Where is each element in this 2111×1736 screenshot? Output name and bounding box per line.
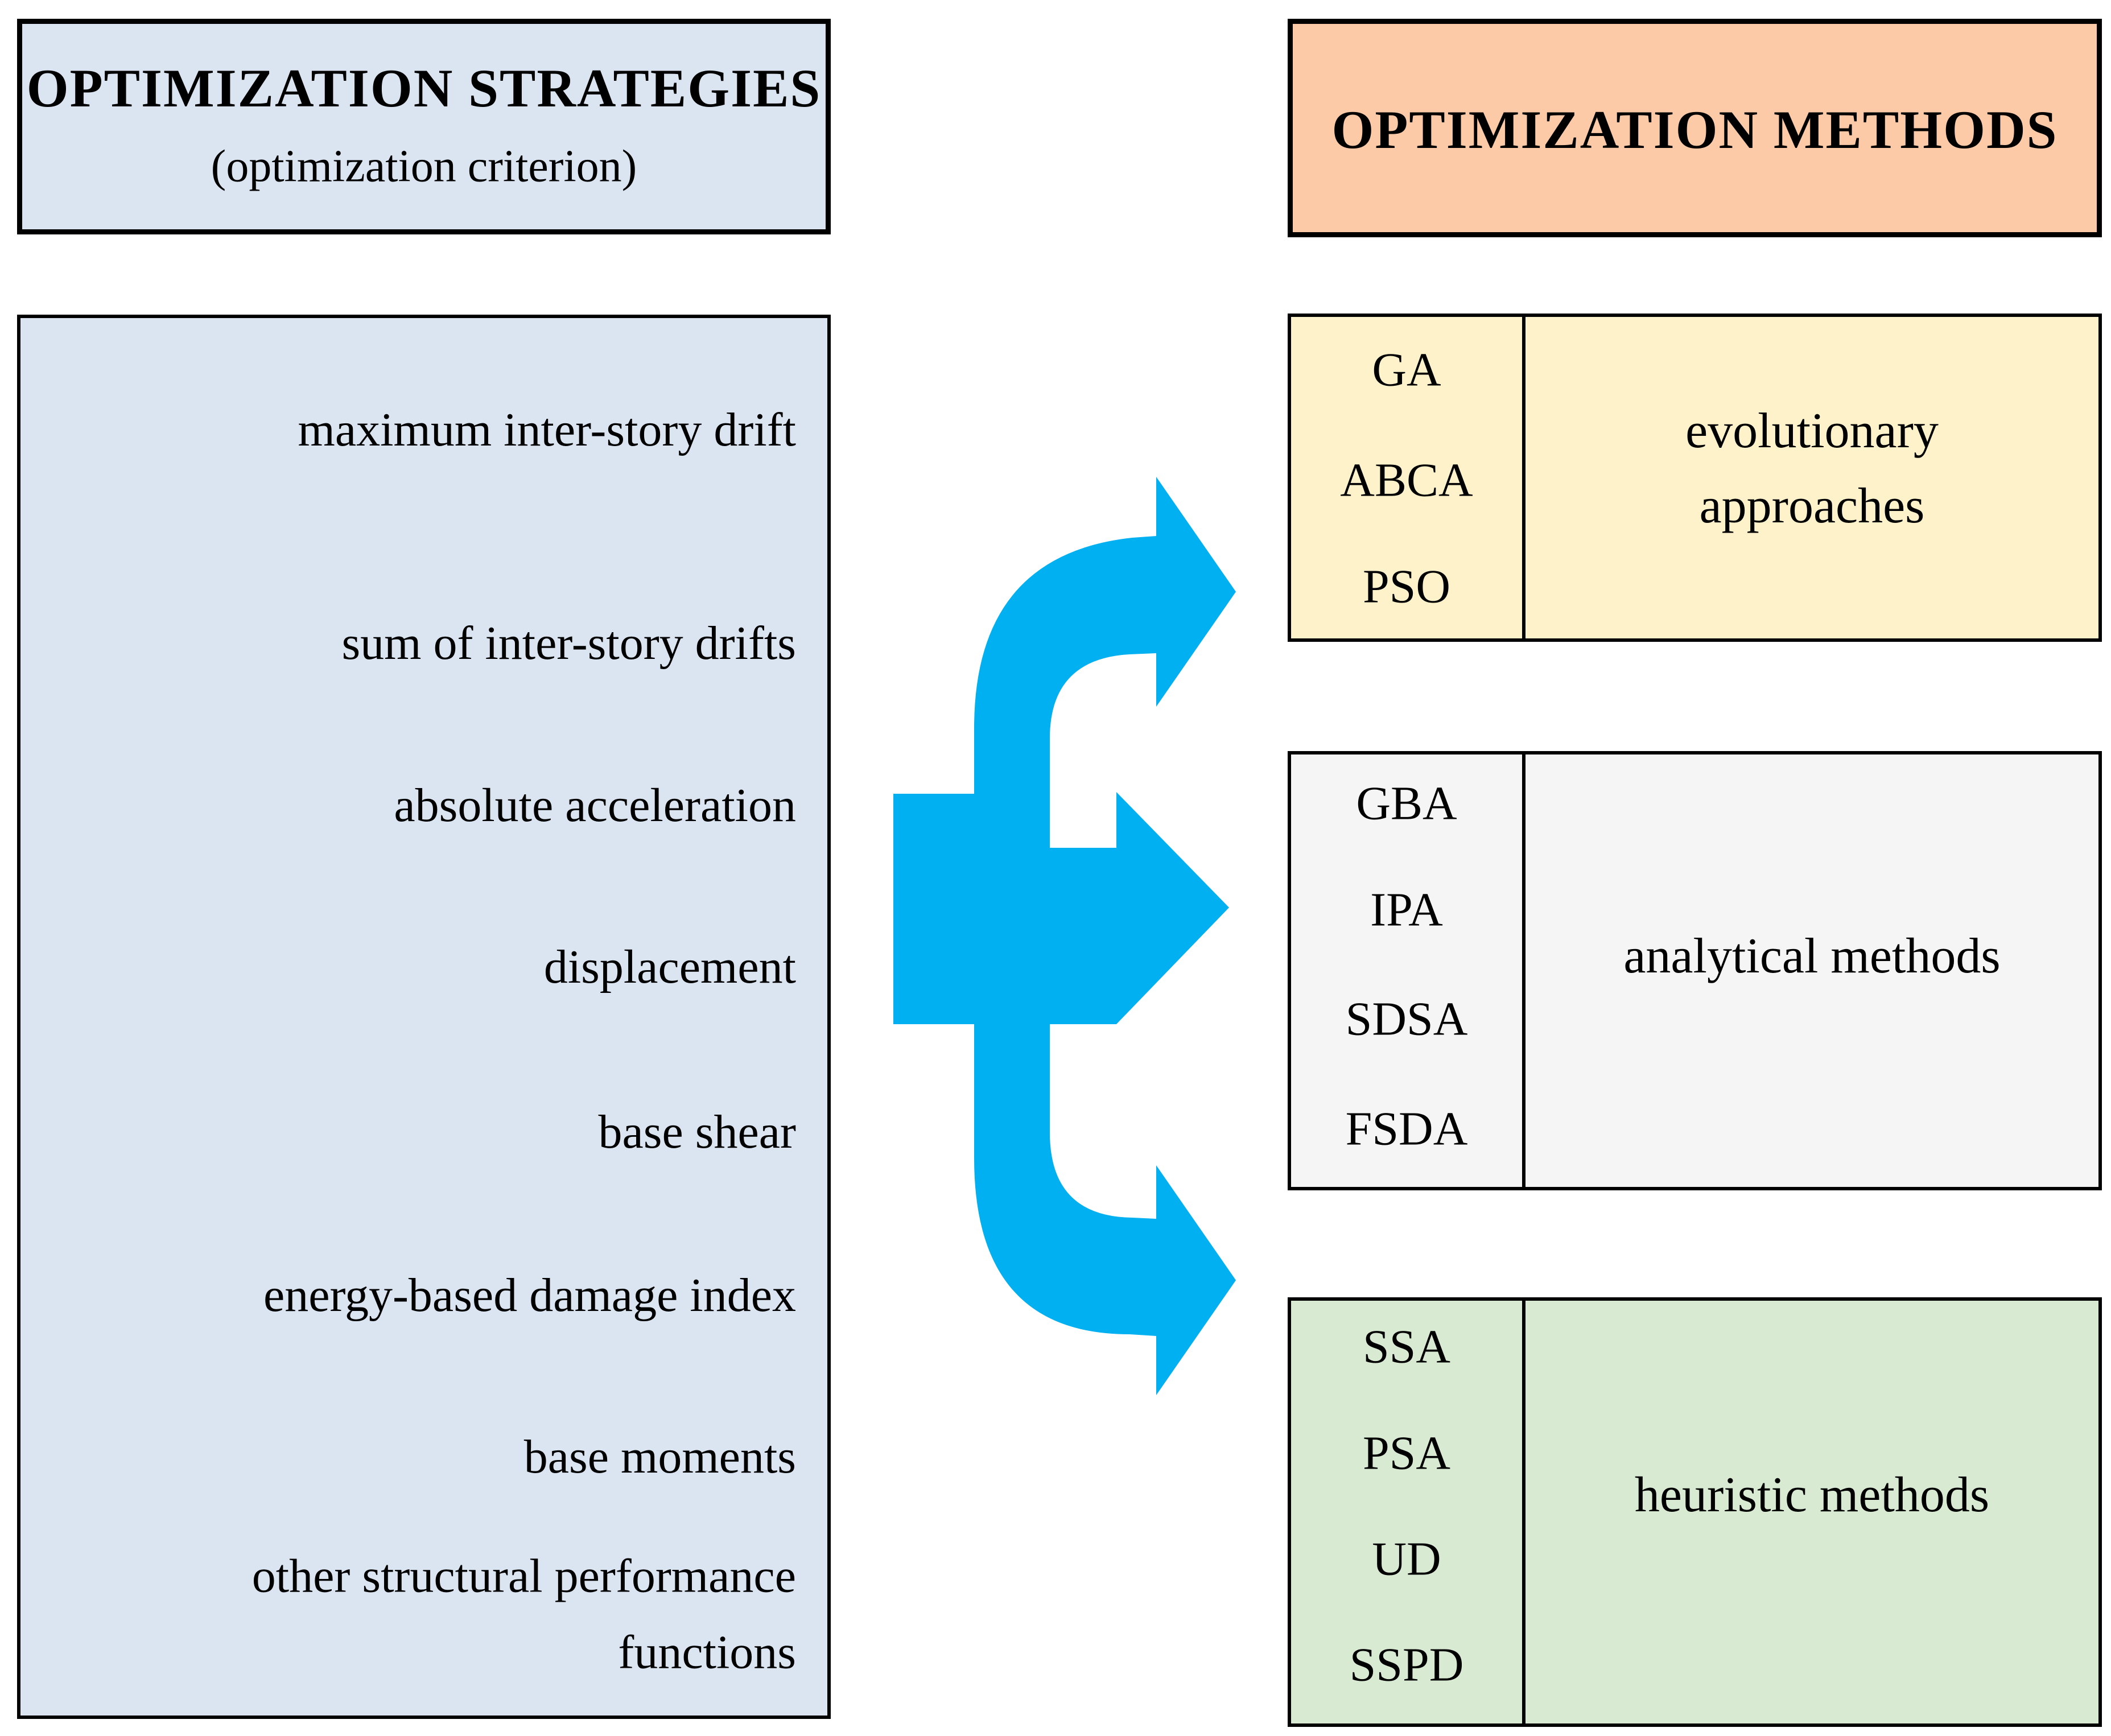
method-acronym: PSA (1362, 1426, 1451, 1480)
group-label: evolutionary approaches (1685, 403, 1939, 534)
analytical-methods-box: GBA IPA SDSA FSDA analytical methods (1288, 751, 2102, 1190)
strategy-item: sum of inter-story drifts (341, 617, 796, 670)
strategy-item: other structural performance functions (251, 1549, 796, 1679)
group-label: heuristic methods (1634, 1467, 1990, 1523)
column-divider (1522, 1301, 1525, 1723)
strategy-item: base moments (523, 1430, 796, 1484)
strategy-item: absolute acceleration (394, 779, 796, 832)
group-label: analytical methods (1623, 929, 2001, 984)
method-acronym: ABCA (1340, 453, 1473, 507)
method-acronym: SDSA (1345, 992, 1468, 1046)
strategies-list-box: maximum inter-story drift sum of inter-s… (17, 315, 831, 1719)
method-acronym: GBA (1356, 777, 1457, 830)
column-divider (1522, 317, 1525, 638)
strategies-title: OPTIMIZATION STRATEGIES (26, 58, 822, 118)
strategy-item: base shear (598, 1106, 796, 1159)
optimization-methods-header: OPTIMIZATION METHODS (1288, 19, 2102, 237)
method-acronym: FSDA (1345, 1102, 1468, 1156)
method-acronym: SSA (1362, 1320, 1451, 1374)
method-acronym: GA (1372, 343, 1441, 397)
method-acronym: IPA (1370, 883, 1443, 937)
strategies-subtitle: (optimization criterion) (211, 141, 637, 192)
methods-title: OPTIMIZATION METHODS (1331, 100, 2058, 160)
three-way-arrow-icon (893, 477, 1236, 1395)
strategy-item: energy-based damage index (263, 1269, 796, 1322)
heuristic-methods-box: SSA PSA UD SSPD heuristic methods (1288, 1297, 2102, 1727)
strategy-item: displacement (543, 941, 796, 994)
method-acronym: PSO (1362, 560, 1451, 613)
method-acronym: SSPD (1349, 1638, 1464, 1692)
strategy-item: maximum inter-story drift (298, 403, 796, 457)
method-acronym: UD (1372, 1532, 1441, 1586)
evolutionary-approaches-box: GA ABCA PSO evolutionary approaches (1288, 314, 2102, 642)
optimization-strategies-header: OPTIMIZATION STRATEGIES (optimization cr… (17, 19, 831, 234)
column-divider (1522, 754, 1525, 1187)
